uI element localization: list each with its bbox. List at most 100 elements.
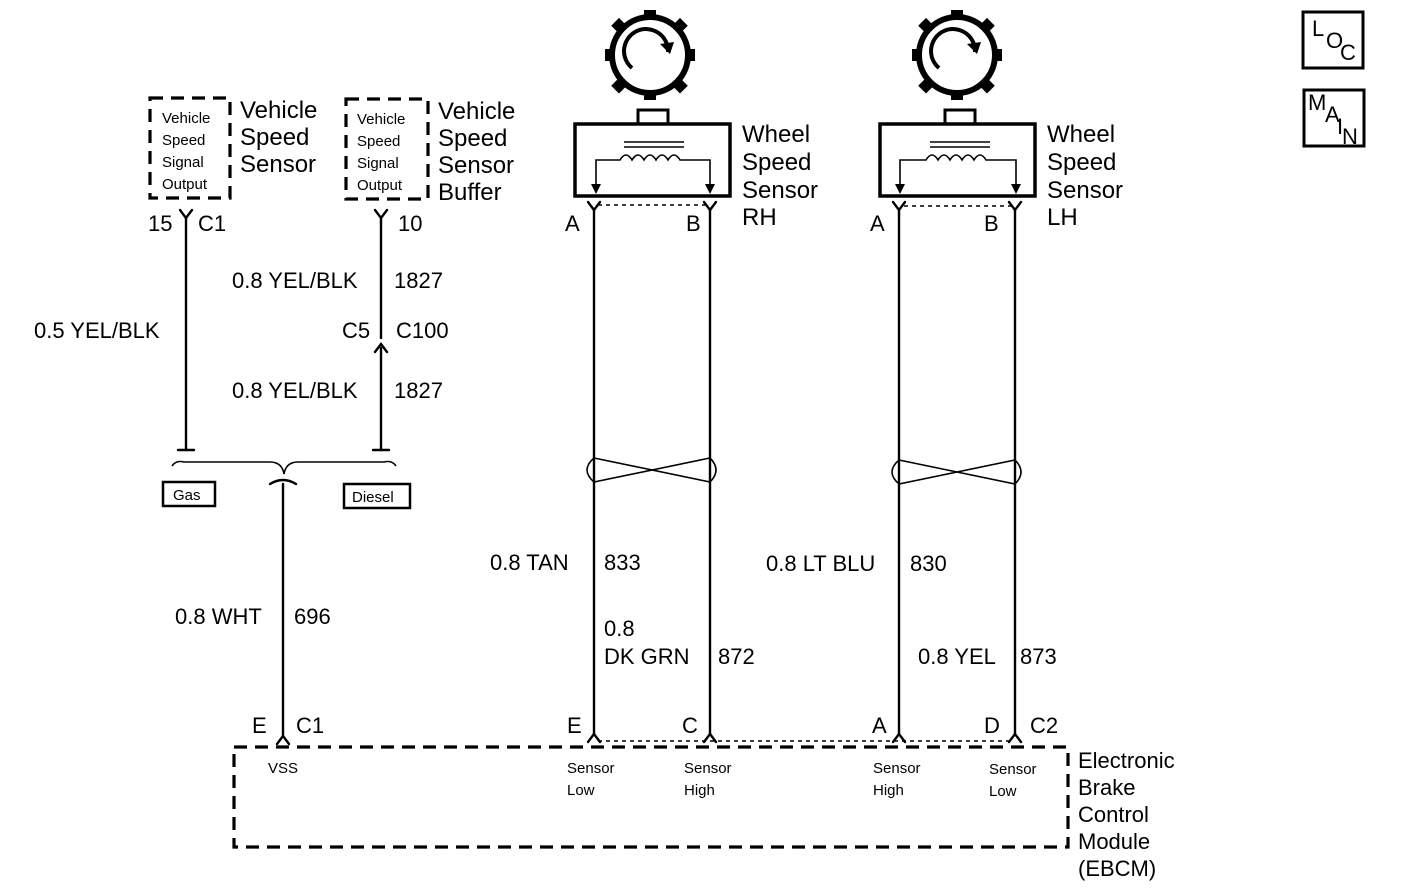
rh-pin-b: B <box>686 211 701 236</box>
main-letter-i: I <box>1337 114 1343 139</box>
ebcm-pin-d-terminal <box>1007 732 1023 744</box>
diesel-option-label: Diesel <box>352 489 394 506</box>
main-letter-n: N <box>1342 124 1358 149</box>
vss-box-line: Signal <box>162 154 204 171</box>
ebcm-title-line: Brake <box>1078 775 1135 800</box>
ebcm-title-line: Electronic <box>1078 748 1175 773</box>
vss-title-line: Sensor <box>240 151 316 178</box>
ebcm-lh-high-label: Sensor <box>873 760 921 777</box>
gas-option-label: Gas <box>173 487 201 504</box>
c100-label: C100 <box>396 318 449 343</box>
vss-pin-label: 15 <box>148 211 172 236</box>
vss-title-line: Speed <box>240 124 309 151</box>
rh-pin-a: A <box>565 211 580 236</box>
lh-twisted-pair-icon <box>891 459 1022 485</box>
buffer-dashed-box <box>344 97 430 201</box>
buffer-box-line: Output <box>357 177 403 194</box>
loc-button[interactable]: L O C <box>1301 10 1365 70</box>
rh-wire-a-label: 0.8 TAN <box>490 550 569 575</box>
buffer-box-line: Signal <box>357 155 399 172</box>
buffer-wire-top-label: 0.8 YEL/BLK <box>232 268 358 293</box>
rh-wire-b-label: 0.8 <box>604 616 635 641</box>
wss-rh-title-line: Speed <box>742 149 811 176</box>
vss-box-line: Speed <box>162 132 205 149</box>
ebcm-pin-e2-label: E <box>567 713 582 738</box>
buffer-pin-label: 10 <box>398 211 422 236</box>
vss-box-line: Output <box>162 176 208 193</box>
lh-pin-b: B <box>984 211 999 236</box>
ebcm-pin-d-label: D <box>984 713 1000 738</box>
lh-circuit-a: 830 <box>910 551 947 576</box>
ebcm-rh-high-label: Sensor <box>684 760 732 777</box>
main-letter-a: A <box>1325 102 1340 127</box>
ebcm-vss-input-label: VSS <box>268 760 298 777</box>
ebcm-lh-low-label: Low <box>989 783 1017 800</box>
buffer-box-line: Speed <box>357 133 400 150</box>
gas-option-box <box>161 480 217 508</box>
ebcm-rh-low-label: Low <box>567 782 595 799</box>
vss-wire-splice <box>268 478 298 486</box>
lh-pin-a: A <box>870 211 885 236</box>
buffer-box-line: Vehicle <box>357 111 405 128</box>
ebcm-rh-low-label: Sensor <box>567 760 615 777</box>
rh-twisted-pair-icon <box>586 457 717 483</box>
lh-wire-a-label: 0.8 LT BLU <box>766 551 875 576</box>
vss-connector-label: C1 <box>198 211 226 236</box>
c5-label: C5 <box>342 318 370 343</box>
rh-sensor-pole <box>636 108 670 126</box>
wss-lh-title-line: LH <box>1047 204 1078 231</box>
buffer-wire-bottom-label: 0.8 YEL/BLK <box>232 378 358 403</box>
ebcm-title-line: (EBCM) <box>1078 856 1156 881</box>
tone-wheel-rh-icon <box>605 10 695 100</box>
ebcm-lh-high-label: High <box>873 782 904 799</box>
buffer-title-line: Speed <box>438 125 507 152</box>
loc-letter-c: C <box>1340 40 1356 65</box>
wheel-speed-sensor-lh: Wheel Speed Sensor LH A B 0.8 LT BLU 830… <box>766 10 1123 736</box>
wheel-speed-sensor-rh: Wheel Speed Sensor RH A B 0.8 TAN 833 0.… <box>490 10 818 736</box>
wss-lh-title-line: Sensor <box>1047 177 1123 204</box>
buffer-title-line: Vehicle <box>438 98 515 125</box>
loc-letter-o: O <box>1326 28 1343 53</box>
rh-wire-b-label: DK GRN <box>604 644 690 669</box>
ebcm-connector-c1: C1 <box>296 713 324 738</box>
ebcm-title-line: Control <box>1078 802 1149 827</box>
wss-lh-title-line: Wheel <box>1047 121 1115 148</box>
ebcm-pin-e2-terminal <box>586 732 602 744</box>
ebcm-rh-high-label: High <box>684 782 715 799</box>
rh-circuit-b: 872 <box>718 644 755 669</box>
wss-rh-title-line: RH <box>742 204 777 231</box>
lh-sensor-pole <box>943 108 977 126</box>
ebcm-pin-c-terminal <box>702 732 718 744</box>
vehicle-speed-sensor-buffer: Vehicle Speed Signal Output Vehicle Spee… <box>232 97 515 452</box>
main-letter-m: M <box>1308 90 1326 115</box>
vehicle-speed-sensor: Vehicle Speed Signal Output Vehicle Spee… <box>34 96 317 452</box>
ebcm-title-line: Module <box>1078 829 1150 854</box>
vss-wire-label: 0.5 YEL/BLK <box>34 318 160 343</box>
vss-title-line: Vehicle <box>240 97 317 124</box>
c100-connector <box>373 342 389 354</box>
vss-dashed-box <box>148 96 232 200</box>
ebcm-pin-a-terminal <box>891 732 907 744</box>
buffer-title-line: Buffer <box>438 179 502 206</box>
ebcm-pin-e-terminal <box>275 734 291 746</box>
option-brace <box>171 460 397 475</box>
rh-circuit-a: 833 <box>604 550 641 575</box>
diesel-option-box <box>342 482 412 510</box>
lh-wire-b-label: 0.8 YEL <box>918 644 996 669</box>
vss-output-circuit: 696 <box>294 604 331 629</box>
ebcm-pin-a-label: A <box>872 713 887 738</box>
buffer-circuit-bottom: 1827 <box>394 378 443 403</box>
vss-output-wire-label: 0.8 WHT <box>175 604 262 629</box>
buffer-circuit-top: 1827 <box>394 268 443 293</box>
ebcm-lh-low-label: Sensor <box>989 761 1037 778</box>
coil-lh-icon <box>895 141 1021 194</box>
wss-rh-title-line: Sensor <box>742 177 818 204</box>
coil-rh-icon <box>591 141 715 194</box>
tone-wheel-lh-icon <box>912 10 1002 100</box>
lh-circuit-b: 873 <box>1020 644 1057 669</box>
vss-box-line: Vehicle <box>162 110 210 127</box>
main-button[interactable]: M A I N <box>1302 88 1366 149</box>
ebcm-pin-e-label: E <box>252 713 267 738</box>
ebcm-connector-c2: C2 <box>1030 713 1058 738</box>
